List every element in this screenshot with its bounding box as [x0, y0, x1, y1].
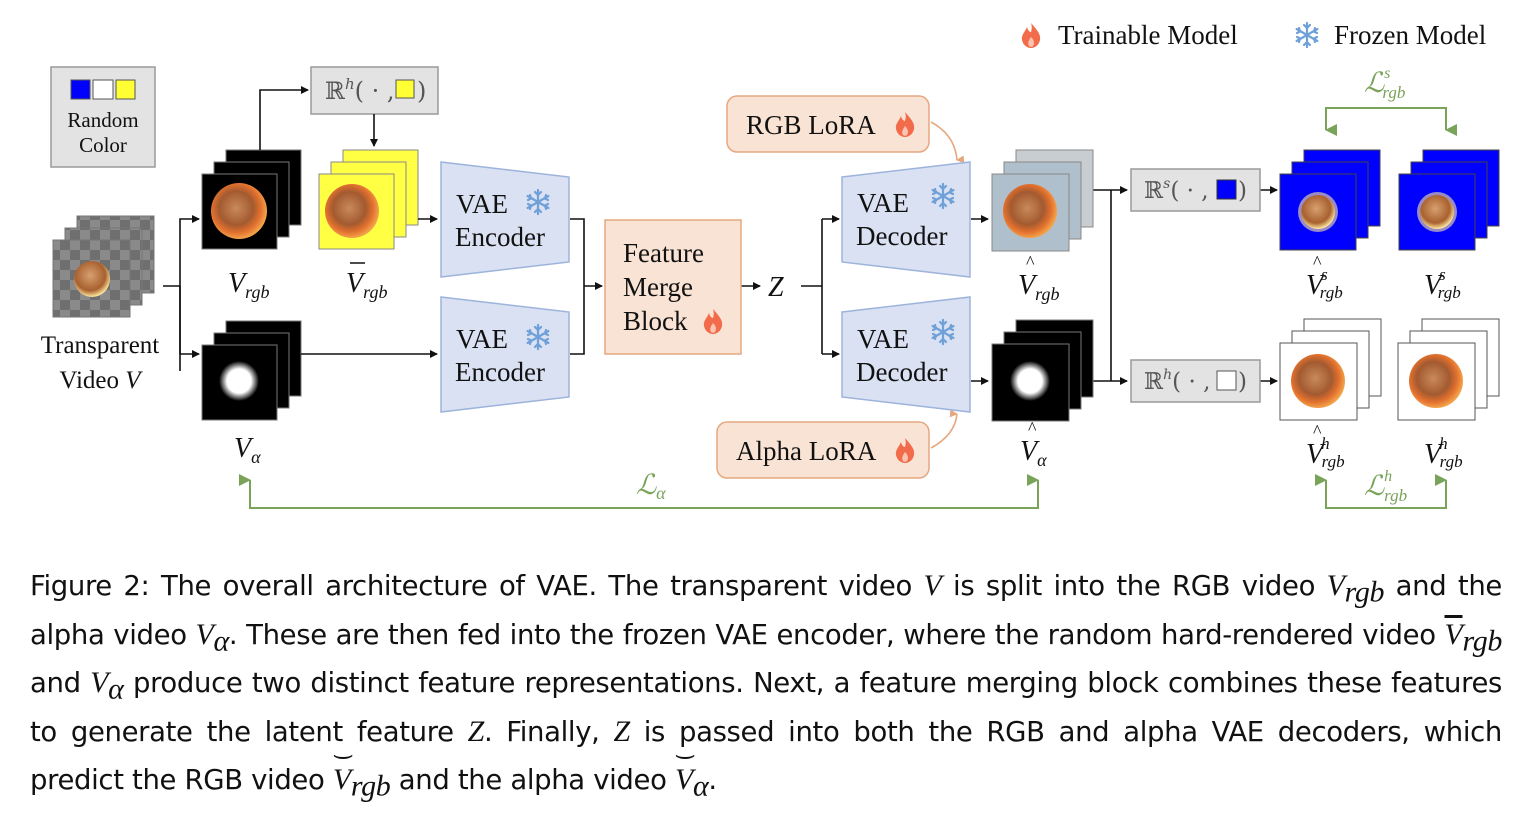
random-color-label-1: Random: [67, 108, 138, 132]
svg-text:): ): [1238, 178, 1247, 204]
label-v-rgb: Vrgb: [228, 268, 269, 302]
v-hat-hard-rgb-stack: [1279, 318, 1382, 421]
label-z: Z: [768, 272, 784, 303]
random-color-box: Random Color: [50, 66, 156, 168]
legend-trainable-label: Trainable Model: [1058, 20, 1238, 50]
label-v-hat-rgb: Vrgb: [1018, 270, 1059, 304]
legend: Trainable Model Frozen Model: [1021, 20, 1486, 50]
input-label-2: Video V: [59, 367, 143, 394]
svg-text:Merge: Merge: [623, 272, 693, 302]
v-rgb-stack: [201, 149, 302, 250]
label-v-bar-rgb: Vrgb: [346, 268, 387, 302]
figure-caption: Figure 2: The overall architecture of VA…: [30, 562, 1502, 805]
svg-text:Alpha LoRA: Alpha LoRA: [736, 436, 877, 466]
svg-text:Decoder: Decoder: [856, 221, 947, 251]
v-hat-rgb-stack: [991, 149, 1094, 252]
svg-text:ℝs( · ,: ℝs( · ,: [1144, 176, 1209, 204]
svg-text:Decoder: Decoder: [856, 357, 947, 387]
snowflake-icon: [1295, 21, 1319, 49]
swatch-white: [92, 79, 114, 100]
swatch-blue: [70, 79, 91, 100]
svg-text:ℝh( · ,: ℝh( · ,: [325, 75, 395, 105]
render-hard-white-box: ℝh( · , ): [1130, 359, 1261, 403]
transparent-video-stack: [52, 215, 155, 318]
alpha-lora-block: Alpha LoRA: [716, 409, 958, 479]
svg-text:RGB LoRA: RGB LoRA: [746, 110, 876, 140]
legend-frozen-label: Frozen Model: [1334, 20, 1486, 50]
svg-text:VAE: VAE: [857, 324, 909, 354]
svg-text:^: ^: [1028, 418, 1037, 438]
input-label-1: Transparent: [41, 332, 160, 359]
vae-encoder-alpha: VAE Encoder: [440, 296, 570, 413]
svg-text:): ): [1238, 369, 1247, 395]
v-bar-rgb-stack: [318, 149, 419, 250]
render-hard-yellow-box: ℝh( · , ): [310, 66, 439, 115]
svg-text:Encoder: Encoder: [455, 222, 545, 252]
vae-encoder-rgb: VAE Encoder: [440, 161, 570, 278]
svg-text:^: ^: [1026, 252, 1035, 272]
svg-text:VAE: VAE: [857, 188, 909, 218]
swatch-yellow: [115, 79, 136, 100]
vae-decoder-rgb: VAE Decoder: [841, 161, 971, 278]
v-hat-soft-rgb-stack: [1279, 149, 1381, 251]
svg-text:Block: Block: [623, 306, 688, 336]
label-v-alpha: Vα: [234, 433, 261, 467]
feature-merge-block: Feature Merge Block: [604, 219, 742, 355]
svg-text:ℝh( · ,: ℝh( · ,: [1144, 367, 1210, 395]
loss-connectors: [239, 107, 1457, 509]
rgb-lora-block: RGB LoRA: [726, 95, 965, 164]
flame-icon: [1021, 23, 1041, 48]
v-hat-alpha-stack: [991, 319, 1094, 422]
loss-alpha-label: ℒα: [636, 470, 666, 503]
svg-text:^: ^: [1313, 252, 1322, 272]
random-color-label-2: Color: [79, 133, 127, 157]
svg-text:VAE: VAE: [456, 324, 508, 354]
svg-text:Feature: Feature: [623, 238, 704, 268]
connector-lines: [163, 86, 1278, 385]
label-v-hat-alpha: Vα: [1020, 436, 1047, 470]
vae-decoder-alpha: VAE Decoder: [841, 296, 971, 413]
svg-text:VAE: VAE: [456, 189, 508, 219]
architecture-diagram: Trainable Model Frozen Model Random Colo…: [41, 20, 1500, 509]
svg-text:Encoder: Encoder: [455, 357, 545, 387]
svg-text:^: ^: [1313, 421, 1322, 441]
svg-text:): ): [417, 77, 426, 105]
render-soft-blue-box: ℝs( · , ): [1130, 168, 1261, 212]
v-alpha-stack: [201, 320, 302, 421]
v-hard-rgb-stack: [1397, 318, 1500, 421]
planet-image: [74, 261, 110, 297]
v-soft-rgb-stack: [1398, 149, 1500, 251]
